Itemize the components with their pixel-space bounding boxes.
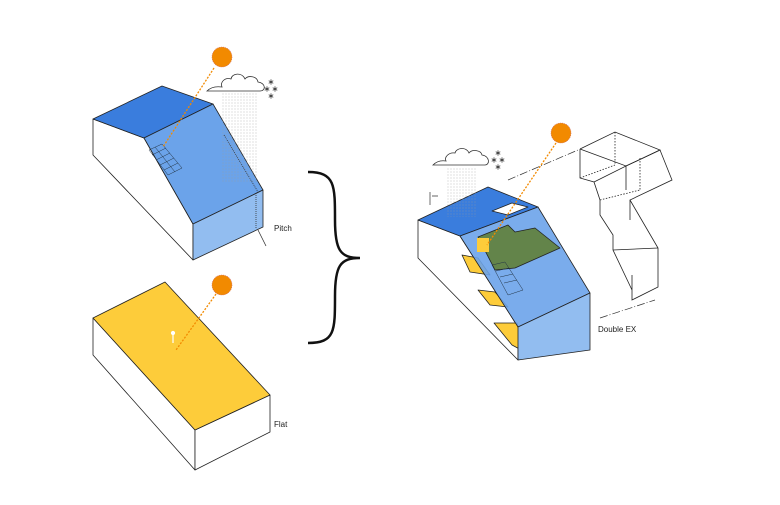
snow-icon xyxy=(491,150,505,170)
skylight xyxy=(491,202,529,216)
pitch-front-wall xyxy=(192,189,264,261)
cloud-icon xyxy=(206,73,265,92)
sun-icon xyxy=(550,122,572,144)
projection-line xyxy=(599,299,656,319)
flat-label: Flat xyxy=(274,420,288,429)
rain-area xyxy=(222,93,257,183)
double-ex-building xyxy=(417,186,591,361)
sun-icon xyxy=(211,274,233,296)
snowflake-icon xyxy=(268,79,274,85)
rain-area xyxy=(447,167,477,217)
drain-arrow xyxy=(429,192,438,205)
stair-icon xyxy=(491,261,524,296)
pitch-building xyxy=(92,85,267,261)
sun-icon xyxy=(211,46,233,68)
flat-building xyxy=(92,281,271,471)
snowflake-icon xyxy=(491,157,497,163)
double-ex-label: Double EX xyxy=(598,325,637,334)
dx-front-wall xyxy=(517,292,591,361)
snowflake-icon xyxy=(495,164,501,170)
wireframe-building xyxy=(579,131,673,301)
snowflake-icon xyxy=(272,86,278,92)
window xyxy=(477,238,489,252)
dx-green-floor xyxy=(477,224,561,271)
flat-roof xyxy=(92,281,271,431)
projection-line xyxy=(507,149,579,181)
snowflake-icon xyxy=(499,157,505,163)
cloud-icon xyxy=(432,148,489,166)
sun-ray xyxy=(162,67,215,148)
snowflake-icon xyxy=(264,86,270,92)
solar-panel-icon xyxy=(148,143,183,176)
snow-icon xyxy=(264,79,278,99)
sun-ray xyxy=(486,142,557,246)
drain-arrow xyxy=(257,229,267,247)
person-icon xyxy=(170,330,176,343)
brace-icon xyxy=(307,170,361,345)
snowflake-icon xyxy=(495,150,501,156)
snowflake-icon xyxy=(268,93,274,99)
sun-ray xyxy=(175,293,217,351)
pitch-label: Pitch xyxy=(274,224,292,233)
